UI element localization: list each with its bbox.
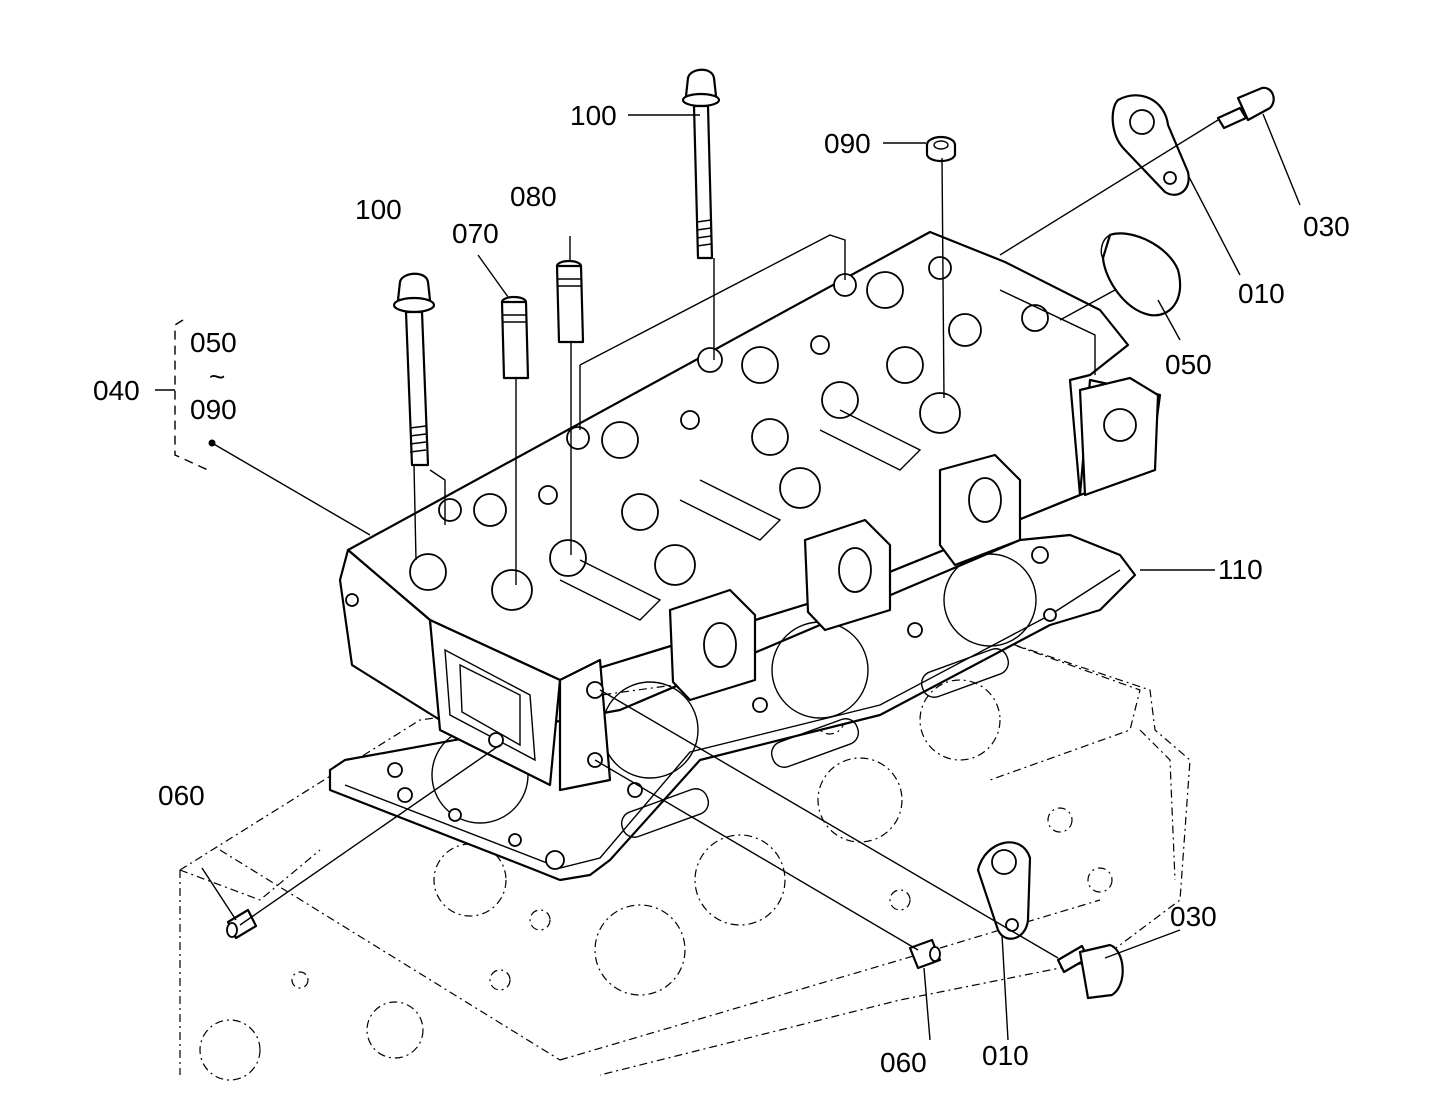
plate-010-top <box>1111 94 1190 196</box>
plate-010-bottom <box>976 841 1032 940</box>
plug-050 <box>1100 232 1182 317</box>
label-050-right: 050 <box>1165 349 1212 380</box>
label-100-left: 100 <box>355 194 402 225</box>
bolt-030-bottom <box>1056 943 1124 1000</box>
seal-090 <box>925 135 957 163</box>
label-030-top: 030 <box>1303 211 1350 242</box>
label-range-tilde: ~ <box>209 361 225 392</box>
part-labels: 100 100 090 080 070 030 010 050 050 ~ 09… <box>93 100 1350 1078</box>
head-gasket <box>328 533 1137 882</box>
label-100-top: 100 <box>570 100 617 131</box>
pin-060-bottom <box>908 938 942 970</box>
valve-guide-080 <box>555 259 585 344</box>
label-080: 080 <box>510 181 557 212</box>
label-010-top: 010 <box>1238 278 1285 309</box>
label-090-top: 090 <box>824 128 871 159</box>
bolt-030-top <box>1216 86 1275 130</box>
label-070: 070 <box>452 218 499 249</box>
label-060-bottom: 060 <box>880 1047 927 1078</box>
label-050-group: 050 <box>190 327 237 358</box>
cylinder-head <box>338 230 1162 792</box>
label-110: 110 <box>1218 554 1263 585</box>
bolt-100-left <box>392 272 436 467</box>
label-090-group: 090 <box>190 394 237 425</box>
label-010-bottom: 010 <box>982 1040 1029 1071</box>
valve-guide-070 <box>500 295 530 380</box>
bolt-100-top <box>681 68 721 260</box>
label-060-left: 060 <box>158 780 205 811</box>
label-030-bottom: 030 <box>1170 901 1217 932</box>
label-040: 040 <box>93 375 140 406</box>
engine-block <box>179 639 1191 1081</box>
leader-lines <box>155 113 1301 1041</box>
